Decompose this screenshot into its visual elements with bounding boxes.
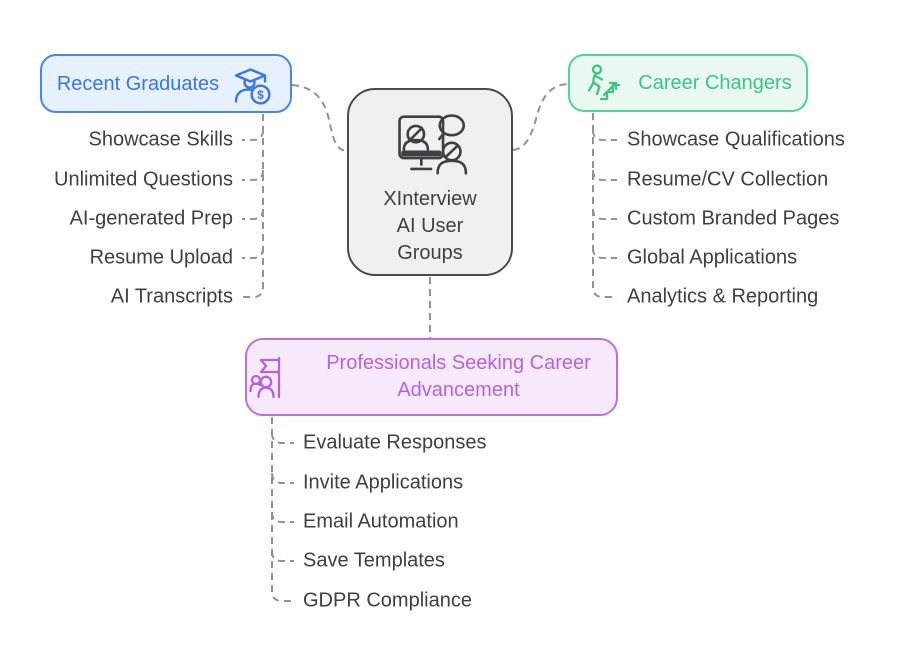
team-flag-icon (249, 356, 281, 399)
list-item: Evaluate Responses (303, 431, 487, 454)
video-interview-icon (398, 113, 468, 175)
list-item: Email Automation (303, 510, 459, 533)
elbow-left-1 (242, 129, 264, 141)
center-node: XInterview AI User Groups (347, 88, 513, 276)
elbow-right-1 (592, 129, 617, 141)
branch-label: Recent Graduates (56, 72, 220, 95)
elbow-right-4 (592, 247, 617, 259)
list-item: Save Templates (303, 549, 445, 572)
trunk-recent-graduates (242, 114, 264, 298)
branch-label: Professionals Seeking Career Advancement (326, 352, 591, 401)
connector-center-to-career-changers (512, 83, 569, 151)
branch-box-recent-graduates: Recent Graduates $ (40, 54, 292, 113)
list-item: AI-generated Prep (69, 207, 233, 230)
list-item: AI Transcripts (110, 285, 233, 308)
list-item: Invite Applications (303, 471, 464, 494)
list-item: Resume/CV Collection (627, 168, 829, 191)
list-item: Showcase Qualifications (627, 128, 845, 151)
list-item: Unlimited Questions (54, 168, 233, 191)
elbow-bottom-1 (271, 432, 294, 444)
elbow-left-3 (242, 208, 264, 220)
list-item: Custom Branded Pages (627, 207, 840, 230)
center-node-title: XInterview AI User Groups (383, 187, 477, 264)
list-item: GDPR Compliance (303, 589, 472, 612)
connector-center-to-recent-graduates (291, 84, 348, 152)
elbow-left-4 (242, 247, 264, 259)
graduate-with-coin-icon: $ (234, 67, 271, 105)
branch-box-career-changers: Career Changers (568, 54, 808, 112)
list-item: Showcase Skills (88, 128, 233, 151)
branch-label: Career Changers (638, 72, 792, 94)
elbow-bottom-2 (271, 472, 294, 484)
list-item: Resume Upload (89, 246, 233, 269)
trunk-career-changers (592, 113, 617, 298)
branch-box-professionals: Professionals Seeking Career Advancement (245, 338, 618, 416)
elbow-left-2 (242, 169, 264, 181)
elbow-bottom-4 (271, 550, 294, 562)
coin-dollar-glyph: $ (257, 88, 264, 102)
career-growth-icon (588, 64, 621, 101)
elbow-right-3 (592, 208, 617, 220)
elbow-bottom-3 (271, 511, 294, 523)
list-item: Analytics & Reporting (627, 285, 819, 308)
elbow-right-2 (592, 169, 617, 181)
trunk-professionals (271, 417, 294, 602)
list-item: Global Applications (627, 246, 798, 269)
